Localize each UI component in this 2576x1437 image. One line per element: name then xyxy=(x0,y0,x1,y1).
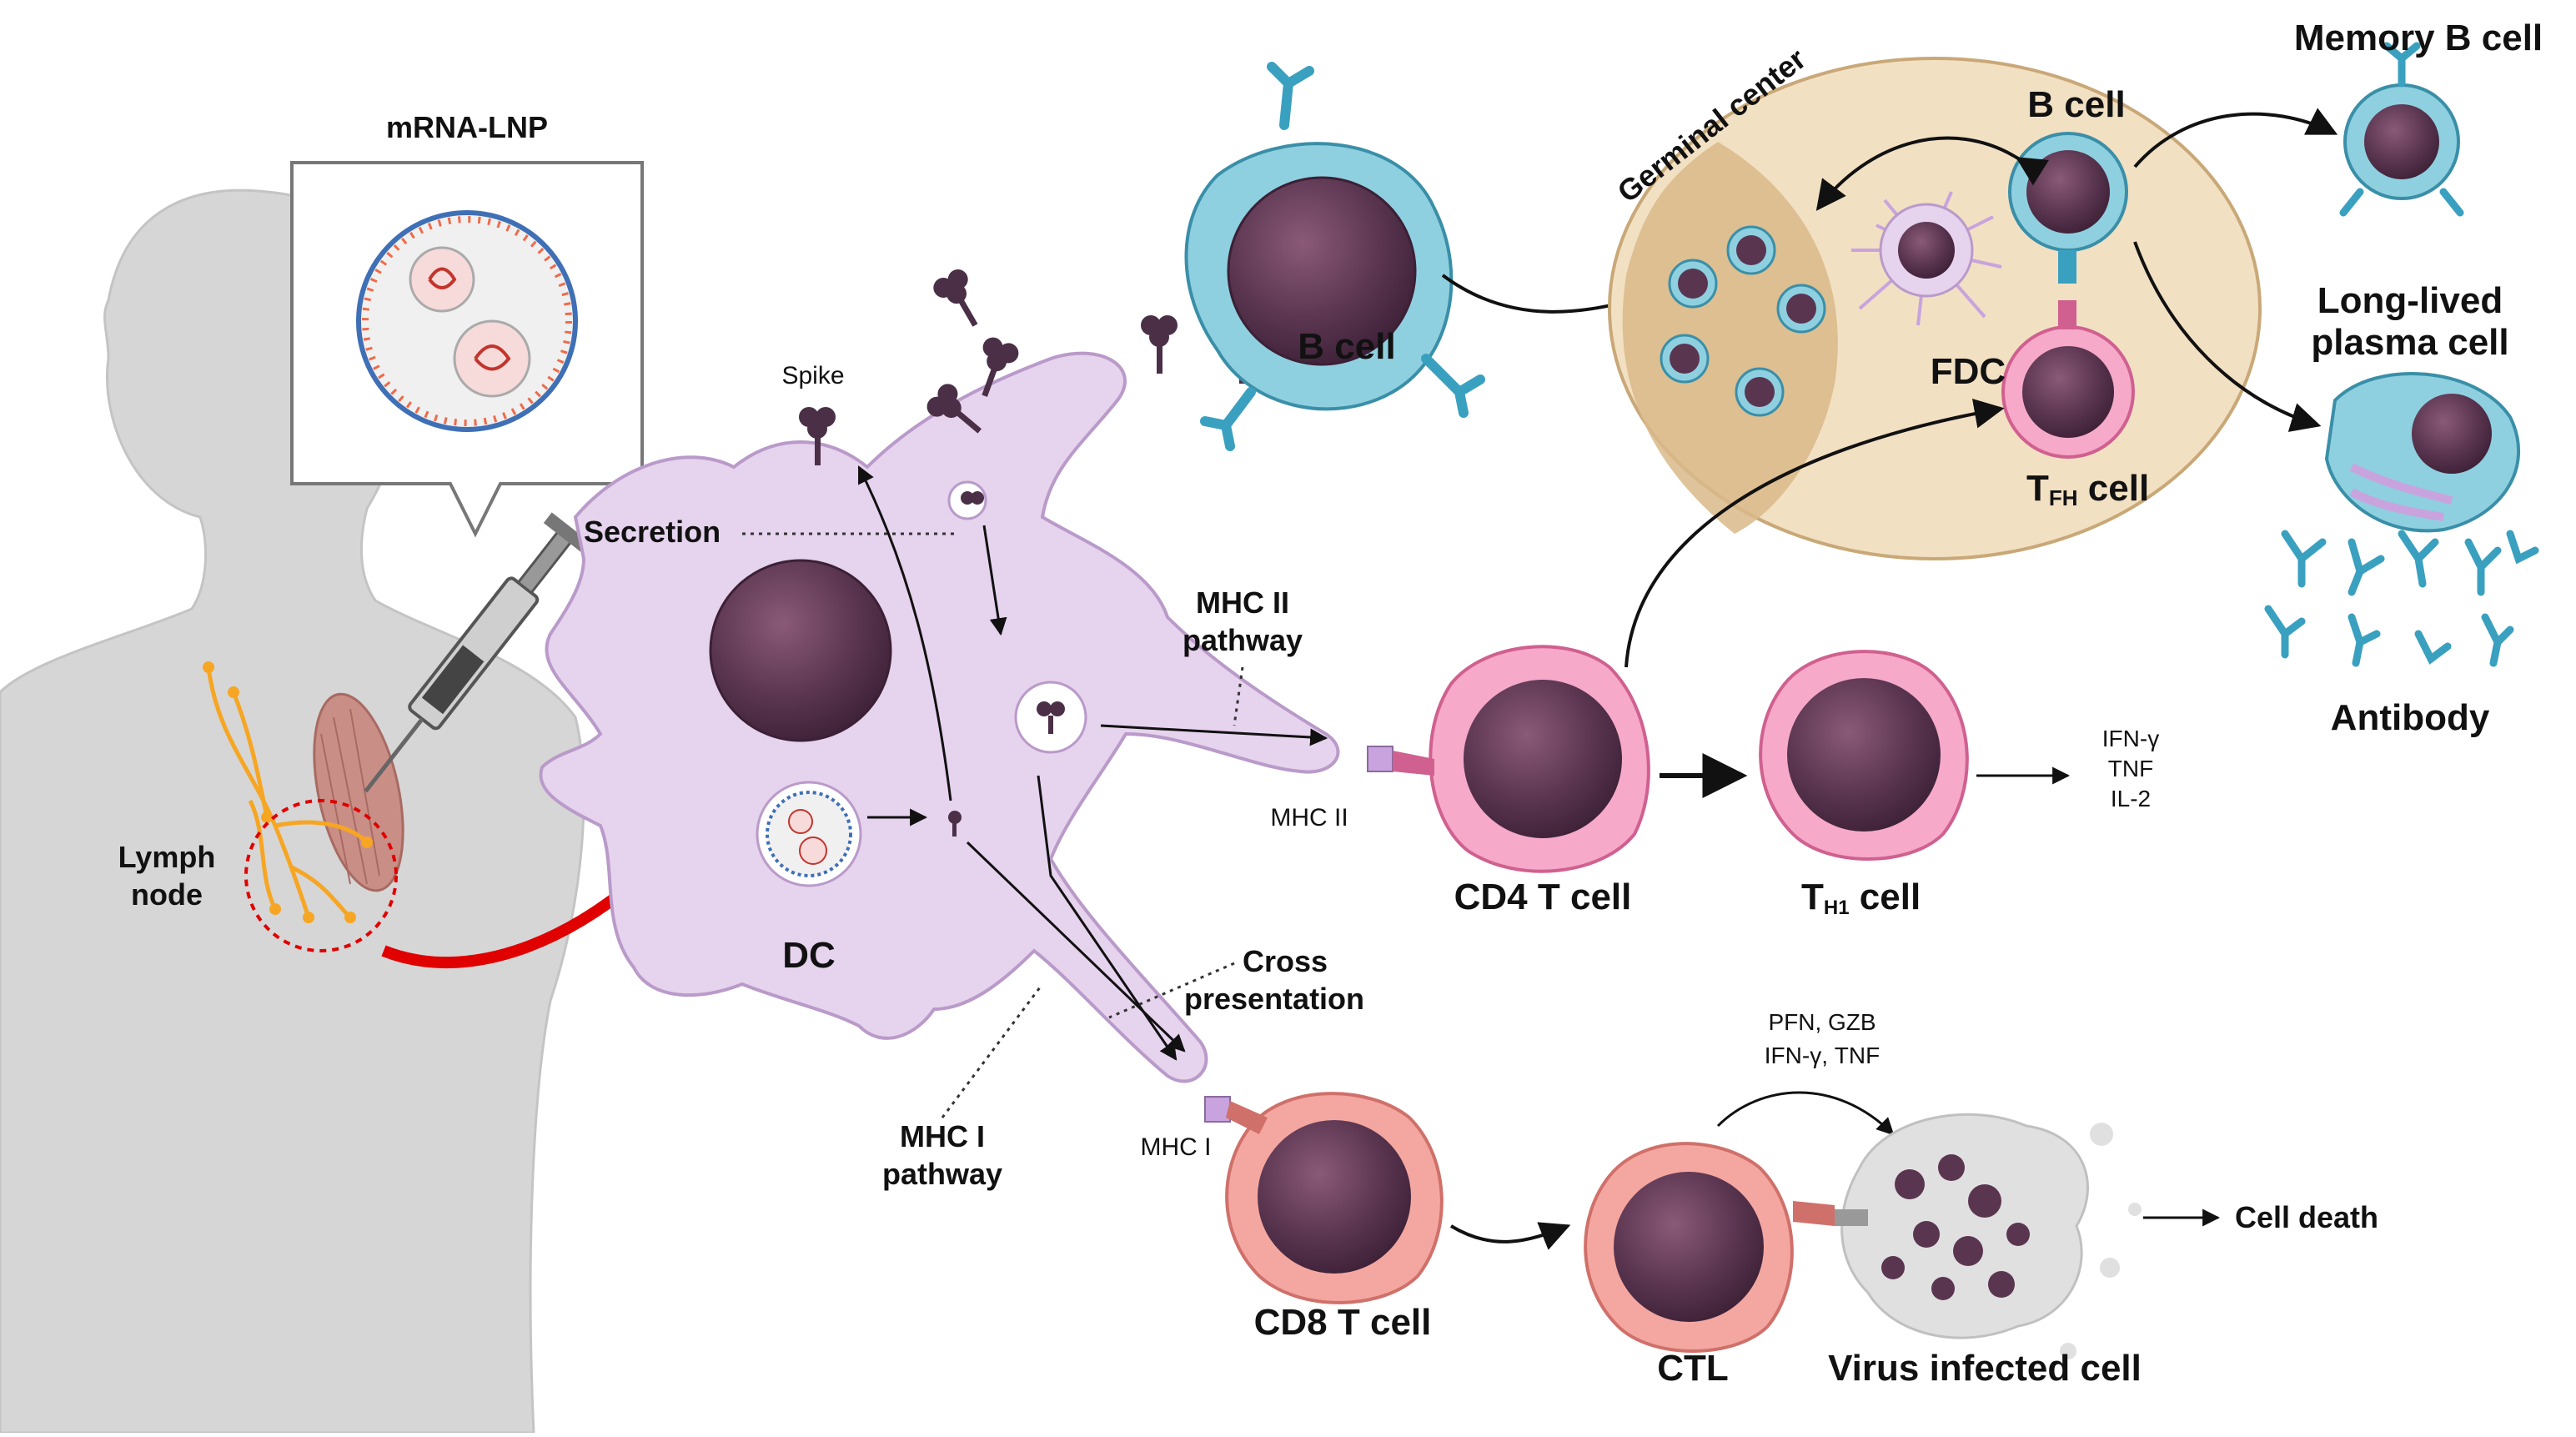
cd8-t-cell xyxy=(1204,1092,1444,1304)
lipid-nanoparticle-icon xyxy=(356,210,578,432)
th1-cytokine-item: TNF xyxy=(2108,756,2153,781)
plasma-cell xyxy=(2324,372,2520,533)
virus-infected-cell xyxy=(1835,1113,2142,1359)
antibody-label: Antibody xyxy=(2331,697,2490,738)
ctl-label: CTL xyxy=(1657,1348,1729,1389)
dc-label: DC xyxy=(782,935,836,976)
th1-cytokine-item: IL-2 xyxy=(2111,786,2151,811)
spike-label: Spike xyxy=(781,362,844,389)
cd4-label: CD4 T cell xyxy=(1454,877,1632,917)
dendritic-cell xyxy=(539,351,1340,1083)
naive-b-cell-label: B cell xyxy=(1298,326,1395,367)
syringe-icon xyxy=(364,512,591,793)
cd8-label: CD8 T cell xyxy=(1254,1302,1432,1343)
mhc1-label: MHC I xyxy=(1141,1133,1212,1161)
mrna-lnp-label: mRNA-LNP xyxy=(386,110,548,144)
lymph-node-label-1: Lymph xyxy=(118,840,216,874)
th1-label: TH1 cell xyxy=(1801,877,1921,919)
gc-small-b-cells xyxy=(1660,225,1826,417)
mhc2-label: MHC II xyxy=(1270,804,1348,832)
fdc-label: FDC xyxy=(1931,351,2006,392)
cross-presentation-label-2: presentation xyxy=(1184,982,1364,1016)
germinal-center xyxy=(1608,57,2262,560)
lymph-node-highlight xyxy=(244,799,398,952)
plasma-label-2: plasma cell xyxy=(2311,322,2508,363)
memory-b-cell xyxy=(2339,42,2464,217)
mhc2-pathway-label-1: MHC II xyxy=(1196,585,1289,620)
human-silhouette xyxy=(0,188,585,1434)
memory-b-cell-label: Memory B cell xyxy=(2294,18,2543,58)
mrna-lnp-callout: mRNA-LNP xyxy=(290,110,644,538)
lymph-node-label-2: node xyxy=(131,877,203,912)
plasma-label-1: Long-lived xyxy=(2317,280,2503,321)
cross-presentation-label-1: Cross xyxy=(1243,944,1328,978)
tfh-cell xyxy=(2001,300,2135,459)
antibodies xyxy=(2264,530,2539,667)
mhc1-pathway-label-1: MHC I xyxy=(900,1119,985,1153)
th1-cytokine-item: IFN-γ xyxy=(2102,726,2159,751)
virus-cell-label: Virus infected cell xyxy=(1828,1348,2142,1389)
cell-death-label: Cell death xyxy=(2235,1200,2378,1234)
secretion-label: Secretion xyxy=(584,515,721,549)
mhc2-pathway-label-2: pathway xyxy=(1183,623,1303,657)
tfh-label: TFH cell xyxy=(2026,468,2149,510)
dc-nucleus xyxy=(709,559,892,742)
ctl-cell xyxy=(1584,1142,1835,1353)
gc-b-cell-label: B cell xyxy=(2027,84,2125,125)
naive-b-cell xyxy=(1184,62,1485,451)
ctl-factors-1: PFN, GZB xyxy=(1768,1009,1876,1035)
mhc1-pathway-label-2: pathway xyxy=(882,1157,1002,1191)
fdc-cell xyxy=(1851,191,2002,326)
cd4-t-cell xyxy=(1367,645,1650,873)
th1-cell xyxy=(1759,650,1969,861)
ctl-factors-2: IFN-γ, TNF xyxy=(1765,1043,1880,1068)
